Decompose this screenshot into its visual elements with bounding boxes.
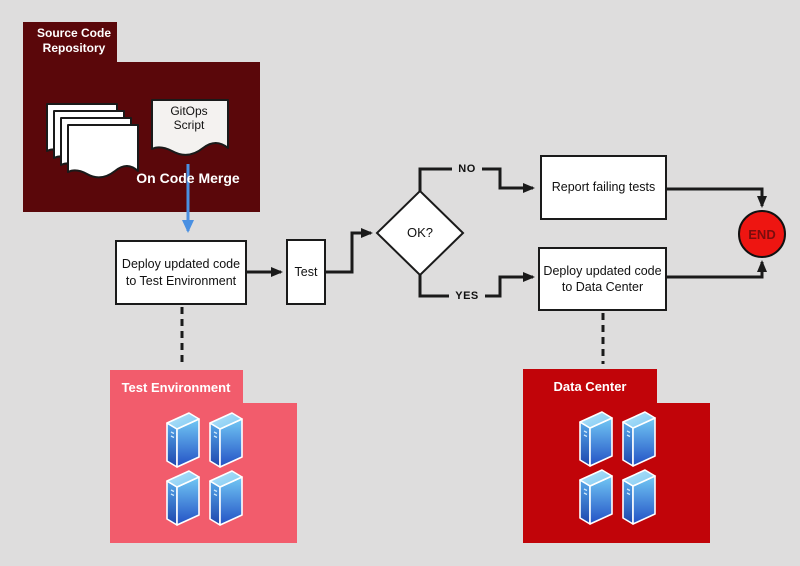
test-environment-label: Test Environment (121, 380, 231, 395)
source-repo-title: Source Code Repository (36, 26, 111, 55)
document-stack-icon (46, 103, 139, 179)
decision-diamond (375, 189, 465, 277)
data-center-label: Data Center (553, 379, 627, 394)
edge-test-to-decision (326, 228, 373, 274)
server-icon (166, 412, 200, 468)
branch-no-label: NO (452, 162, 482, 176)
end-node: END (738, 210, 786, 258)
gitops-script-document-icon (151, 99, 229, 156)
edge-decision-no-to-report (418, 167, 535, 193)
server-icon (579, 411, 613, 467)
on-code-merge-label: On Code Merge (136, 170, 240, 186)
decision-label: OK? (406, 225, 433, 240)
server-icon (209, 412, 243, 468)
test-environment-folder (110, 370, 297, 543)
server-icon (622, 411, 656, 467)
test-box: Test (286, 239, 326, 305)
gitops-script-label: GitOps Script (170, 104, 208, 133)
server-icon (579, 469, 613, 525)
edge-report-to-end (667, 187, 767, 208)
server-icon (166, 470, 200, 526)
edge-decision-yes-to-deploydc (418, 272, 535, 298)
edge-deploydc-to-end (667, 260, 767, 279)
server-icon (209, 470, 243, 526)
deploy-test-box: Deploy updated code to Test Environment (115, 240, 247, 305)
server-icon (622, 469, 656, 525)
data-center-folder (523, 369, 710, 543)
report-failing-tests-box: Report failing tests (540, 155, 667, 220)
branch-yes-label: YES (449, 289, 485, 303)
deploy-data-center-box: Deploy updated code to Data Center (538, 247, 667, 311)
